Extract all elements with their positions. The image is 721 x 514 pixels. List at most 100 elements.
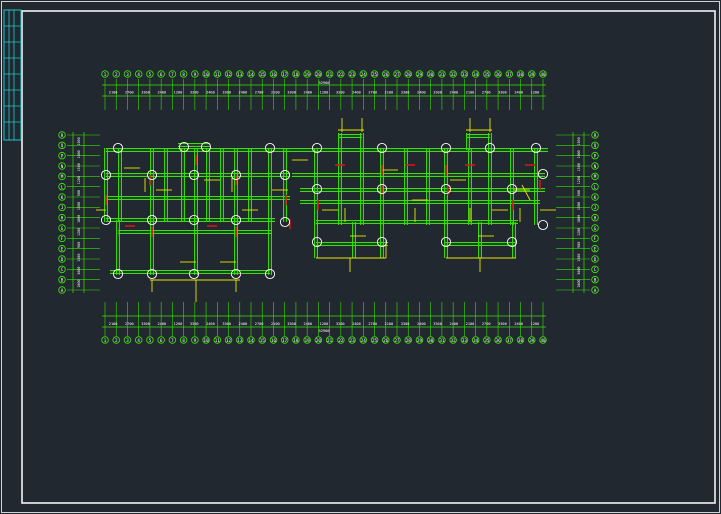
axis-label-bottom: 6: [160, 338, 163, 343]
axis-bubble-left: [58, 162, 66, 170]
axis-label-left: N: [61, 164, 64, 169]
axis-label-right: G: [594, 226, 597, 231]
dim-text-top: 3300: [141, 91, 150, 95]
axis-bubble-left: [58, 286, 66, 294]
axis-label-top: 24: [361, 72, 367, 77]
dim-text-right: 1200: [577, 176, 581, 184]
dim-text-top: 2700: [482, 91, 491, 95]
axis-label-bottom: 30: [428, 338, 434, 343]
title-block[interactable]: [3, 9, 22, 141]
axis-bubble-bottom: [438, 336, 446, 344]
axis-label-top: 30: [428, 72, 434, 77]
axis-bubble-bottom: [101, 336, 109, 344]
dim-text-bottom: 2700: [368, 322, 377, 326]
axis-label-top: 9: [194, 72, 197, 77]
axis-label-left: D: [61, 257, 64, 262]
axis-bubble-bottom: [191, 336, 199, 344]
axis-bubble-bottom: [112, 336, 120, 344]
axis-label-top: 7: [171, 72, 174, 77]
column-circle: [200, 141, 212, 153]
axis-bubble-right: [591, 172, 599, 181]
axis-label-right: Q: [594, 143, 597, 148]
axis-label-bottom: 11: [215, 338, 221, 343]
column-circle: [440, 236, 452, 248]
axis-label-right: E: [594, 247, 597, 252]
column-circle: [188, 169, 200, 181]
axis-label-top: 3: [126, 72, 129, 77]
dim-text-top: 3300: [336, 91, 345, 95]
dim-text-bottom: 2400: [417, 322, 426, 326]
dim-text-top: 2400: [206, 91, 215, 95]
column-circle: [230, 268, 242, 280]
column-circle: [112, 142, 124, 154]
axis-label-top: 1: [104, 72, 107, 77]
axis-bubble-bottom: [539, 336, 547, 344]
column-circle: [530, 142, 542, 154]
axis-bubble-top: [393, 70, 401, 78]
axis-bubble-bottom: [213, 336, 222, 344]
axis-bubble-bottom: [168, 336, 177, 344]
axis-label-bottom: 3: [126, 338, 129, 343]
dim-text-right: 900: [577, 190, 581, 196]
dim-text-top: 2700: [368, 91, 377, 95]
axis-bubble-layer: 1122334455667788991010111112121313141415…: [58, 70, 599, 344]
axis-label-top: 29: [417, 72, 423, 77]
axis-label-left: Q: [61, 143, 64, 148]
axis-label-left: R: [61, 133, 64, 138]
axis-bubble-bottom: [134, 336, 143, 344]
axis-bubble-bottom: [292, 336, 300, 344]
axis-bubble-left: [58, 244, 66, 253]
axis-label-bottom: 38: [518, 338, 524, 343]
dim-text-bottom: 2100: [466, 322, 475, 326]
axis-label-right: J: [594, 205, 597, 210]
axis-bubble-right: [591, 193, 599, 201]
axis-label-bottom: 28: [406, 338, 412, 343]
dim-text-bottom-total: 52900: [319, 329, 330, 333]
axis-label-right: A: [594, 288, 597, 293]
axis-bubble-top: [539, 70, 547, 78]
column-circle: [537, 168, 549, 180]
axis-label-top: 5: [149, 72, 152, 77]
axis-label-bottom: 18: [293, 338, 299, 343]
axis-label-bottom: 22: [338, 338, 344, 343]
dim-text-bottom: 2100: [271, 322, 280, 326]
dim-text-top: 3300: [401, 91, 410, 95]
dim-text-bottom: 2400: [352, 322, 361, 326]
axis-bubble-right: [591, 151, 599, 160]
axis-bubble-right: [591, 255, 599, 263]
axis-bubble-bottom: [494, 336, 502, 344]
axis-bubble-left: [58, 193, 66, 201]
axis-bubble-top: [146, 70, 154, 78]
axis-label-top: 17: [282, 72, 288, 77]
column-circle: [311, 142, 323, 154]
axis-label-right: B: [594, 278, 597, 283]
dim-text-right: 1500: [577, 163, 581, 171]
axis-label-bottom: 39: [529, 338, 535, 343]
axis-label-right: K: [594, 195, 597, 200]
axis-bubble-bottom: [157, 336, 165, 344]
axis-bubble-left: [58, 275, 66, 284]
axis-bubble-top: [269, 70, 278, 78]
column-circle-layer: [100, 141, 549, 280]
axis-label-left: B: [61, 278, 64, 283]
dim-text-bottom: 2700: [125, 322, 134, 326]
dim-text-top: 1200: [320, 91, 329, 95]
axis-bubble-bottom: [280, 336, 289, 344]
axis-label-top: 13: [237, 72, 243, 77]
axis-bubble-right: [591, 286, 599, 294]
dim-text-top: 3300: [498, 91, 507, 95]
axis-bubble-top: [370, 70, 379, 78]
axis-bubble-top: [325, 70, 334, 78]
axis-label-top: 27: [394, 72, 400, 77]
column-circle: [440, 183, 452, 195]
axis-label-left: M: [61, 174, 64, 179]
axis-bubble-left: [58, 265, 66, 274]
axis-label-bottom: 14: [248, 338, 254, 343]
axis-bubble-top: [213, 70, 222, 78]
axis-bubble-left: [58, 255, 66, 263]
dim-text-bottom: 1200: [174, 322, 183, 326]
axis-bubble-top: [528, 70, 536, 78]
dim-text-bottom: 2100: [385, 322, 394, 326]
